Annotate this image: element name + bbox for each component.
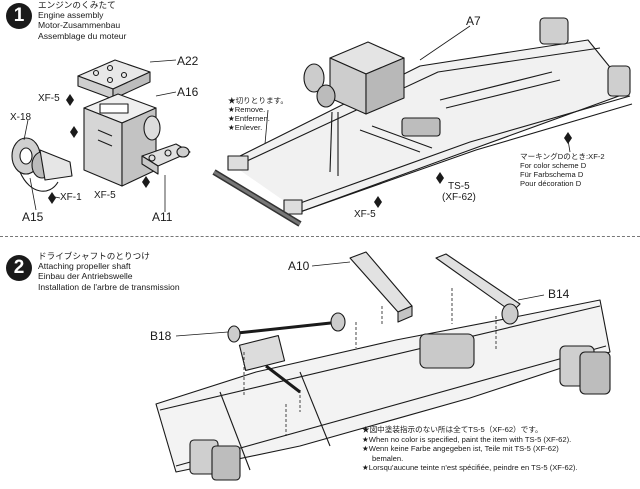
paint-note-ja: ★図中塗装指示のない所は全てTS-5（XF-62）です。 <box>362 425 543 434</box>
label-a10: A10 <box>288 259 310 273</box>
paint-note-de-1: ★Wenn keine Farbe angegeben ist, Teile m… <box>362 444 559 454</box>
step-1-title: エンジンのくみたて Engine assembly Motor-Zusammen… <box>38 0 126 41</box>
marking-note-ja: マーキングDのとき: <box>520 152 589 161</box>
fan-pulley-part <box>11 137 73 192</box>
step-2-title-ja: ドライブシャフトのとりつけ <box>38 251 150 261</box>
step-1-title-de: Motor-Zusammenbau <box>38 20 121 31</box>
label-b14: B14 <box>548 287 570 301</box>
chassis-frame-step1 <box>227 17 633 215</box>
a10-bracket-part <box>349 251 413 323</box>
exhaust-manifold-part <box>141 143 191 175</box>
label-a11: A11 <box>152 210 173 224</box>
remove-note-en: ★Remove. <box>228 105 266 114</box>
label-xf5-c: XF-5 <box>354 209 376 220</box>
label-xf62: (XF-62) <box>442 192 476 203</box>
engine-block-part <box>83 93 161 187</box>
propeller-shaft-part <box>227 312 346 394</box>
marking-note: マーキングDのとき:XF-2 For color scheme D Für Fa… <box>520 152 605 188</box>
paint-note-en: ★When no color is specified, paint the i… <box>362 434 572 444</box>
label-a15: A15 <box>22 210 44 224</box>
remove-strip <box>212 169 302 227</box>
remove-note-de: ★Entfernen. <box>228 114 270 123</box>
paint-note: ★図中塗装指示のない所は全てTS-5（XF-62）です。 ★When no co… <box>362 425 578 473</box>
label-b18: B18 <box>150 329 172 343</box>
label-xf5-b: XF-5 <box>94 190 116 201</box>
remove-note-fr: ★Enlever. <box>228 123 263 132</box>
marking-note-de: Für Farbschema D <box>520 170 584 179</box>
step-2-number: 2 <box>6 255 32 281</box>
step-2-title-fr: Installation de l'arbre de transmission <box>38 281 180 292</box>
label-ts5: TS-5 <box>448 181 470 192</box>
step-1-number: 1 <box>6 3 32 29</box>
step-1-title-en: Engine assembly <box>38 10 104 21</box>
step-2-title-en: Attaching propeller shaft <box>38 261 131 272</box>
chassis-frame-step2 <box>155 299 611 481</box>
paint-note-de-2: bemalen. <box>372 453 404 463</box>
remove-note: ★切りとります。 ★Remove. ★Entfernen. ★Enlever. <box>228 96 288 132</box>
step-1-title-ja: エンジンのくみたて <box>38 0 116 10</box>
label-a7: A7 <box>466 14 481 28</box>
label-a16: A16 <box>177 85 199 99</box>
label-x18: X-18 <box>10 112 32 123</box>
engine-cover-part <box>77 59 151 100</box>
label-xf2: XF-2 <box>588 152 605 161</box>
remove-note-ja: ★切りとります。 <box>228 96 288 105</box>
step-2-title-de: Einbau der Antriebswelle <box>38 271 133 282</box>
b14-link-part <box>435 253 521 325</box>
label-xf5-a: XF-5 <box>38 93 60 104</box>
paint-markers-step1 <box>48 94 572 208</box>
step-2-title: ドライブシャフトのとりつけ Attaching propeller shaft … <box>38 251 180 292</box>
marking-note-en: For color scheme D <box>520 161 587 170</box>
engine-installed-step1 <box>303 41 405 176</box>
label-a22: A22 <box>177 54 199 68</box>
step-divider <box>0 236 640 237</box>
guide-lines-step2 <box>243 288 497 436</box>
marking-note-fr: Pour décoration D <box>520 179 582 188</box>
paint-note-fr: ★Lorsqu'aucune teinte n'est spécifiée, p… <box>362 463 578 473</box>
step-1-title-fr: Assemblage du moteur <box>38 30 127 41</box>
leader-lines-step2 <box>175 261 545 337</box>
label-xf1: XF-1 <box>60 192 82 203</box>
